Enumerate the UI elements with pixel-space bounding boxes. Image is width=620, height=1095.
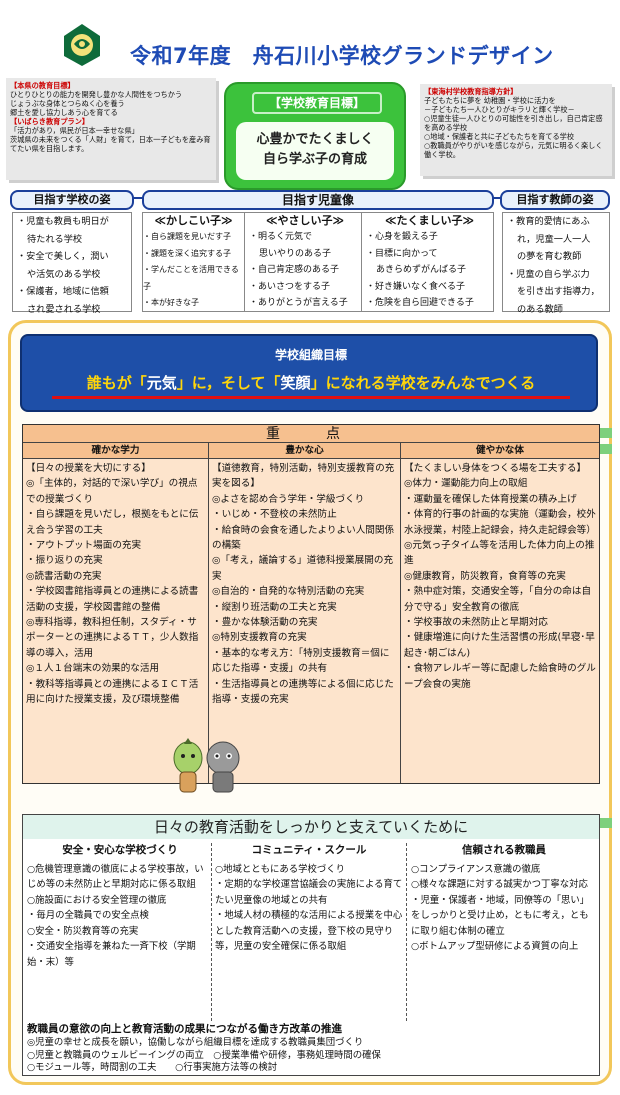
list-item: ・危険を自ら回避できる子 xyxy=(366,298,474,308)
list-item: ・目標に向かって xyxy=(366,248,438,259)
school-emblem-icon xyxy=(64,24,100,66)
takumashii-heading: ≪たくましい子≫ xyxy=(384,214,475,227)
list-item: ・学んだことを活用できる子 xyxy=(143,265,239,291)
slogan-minna: みんなでつくる xyxy=(430,374,536,392)
yasashii-heading: ≪やさしい子≫ xyxy=(265,214,345,227)
support-safety: 安全・安心な学校づくり ○危機管理意識の徹底による学校事故，いじめ等の未然防止と… xyxy=(27,843,213,970)
list-item: や活気のある学校 xyxy=(27,268,101,280)
list-item: ・児童の自ら学ぶ力 xyxy=(507,268,590,280)
support-safety-heading: 安全・安心な学校づくり xyxy=(62,844,178,856)
priority-heart-heading: 豊かな心 xyxy=(209,443,400,459)
slogan-underline xyxy=(52,396,570,399)
list-item: ・安全で美しく，潤い xyxy=(17,251,109,262)
reform-title: 教職員の意欲の向上と教育活動の成果につながる働き方改革の推進 xyxy=(27,1023,342,1035)
tokai-policy-box: 【東海村学校教育指導方針】 子どもたちに夢を 幼稚園・学校に活力を －子どもたち… xyxy=(420,84,612,176)
support-staff: 信頼される教職員 ○コンプライアンス意識の徹底 ○様々な課題に対する誠実かつ丁寧… xyxy=(411,843,597,955)
school-goal-box: 【学校教育目標】 心豊かでたくましく 自ら学ぶ子の育成 xyxy=(224,82,406,190)
support-community-text: ○地域とともにある学校づくり ・定期的な学校運営協議会の実施による育てたい児童像… xyxy=(215,863,403,953)
list-item: のある教師 xyxy=(517,303,563,315)
list-item: ・児童も教員も明日が xyxy=(17,216,109,227)
slogan-part: 誰もが「 xyxy=(86,374,147,392)
list-item: 待たれる学校 xyxy=(27,233,83,245)
slogan-genki: 元気 xyxy=(146,374,177,392)
org-goal-title: 学校組織目標 xyxy=(274,348,347,362)
mascot-characters-icon xyxy=(173,738,240,793)
school-vision-list: ・児童も教員も明日が 待たれる学校 ・安全で美しく，潤い や活気のある学校 ・保… xyxy=(12,212,132,315)
priority-health-heading: 健やかな体 xyxy=(401,443,599,459)
list-item: され愛される学校 xyxy=(27,303,101,315)
reform-text: ◎児童の幸せと成長を願い，協働しながら組織目標を達成する教職員集団づくり ○児童… xyxy=(27,1037,381,1073)
priority-health: 健やかな体 【たくましい身体をつくる場を工夫する】 ◎体力・運動能力向上の取組 … xyxy=(401,443,599,783)
pref-goal-text: ひとりひとりの能力を開発し豊かな人間性をつちかう じょうぶな身体とつらぬく心を養… xyxy=(10,90,183,117)
school-goal-text: 心豊かでたくましく 自ら学ぶ子の育成 xyxy=(236,122,394,180)
support-section: 日々の教育活動をしっかりと支えていくために 安全・安心な学校づくり ○危機管理意… xyxy=(22,814,600,1076)
org-goal-banner: 学校組織目標 誰もが「元気」に，そして「笑顔」になれる学校をみんなでつくる xyxy=(20,334,598,412)
teacher-vision-header: 目指す教師の姿 xyxy=(500,190,610,210)
slogan-part: 」に，そして「 xyxy=(176,374,281,392)
list-item: あきらめずがんばる子 xyxy=(376,265,467,275)
priority-academic: 確かな学力 【日々の授業を大切にする】 ◎「主体的，対話的で深い学び」の視点での… xyxy=(23,443,209,783)
org-goal-slogan: 誰もが「元気」に，そして「笑顔」になれる学校をみんなでつくる xyxy=(22,372,600,393)
decor-stub xyxy=(600,428,612,438)
support-title: 日々の教育活動をしっかりと支えていくために xyxy=(23,815,599,839)
support-community: コミュニティ・スクール ○地域とともにある学校づくり ・定期的な学校運営協議会の… xyxy=(211,843,407,1021)
list-item: 思いやりのある子 xyxy=(259,248,332,259)
child-vision-panel: ≪かしこい子≫ ・自ら課題を見いだす子 ・課題を深く追究する子 ・学んだことを活… xyxy=(142,212,494,312)
list-item: ・保護者，地域に信頼 xyxy=(17,286,109,297)
list-item: ・明るく元気で xyxy=(249,232,313,242)
list-item: ・あいさつをする子 xyxy=(249,281,331,292)
list-item: ・心身を鍛える子 xyxy=(366,232,438,242)
decor-stub xyxy=(600,444,612,454)
list-item: を引き出す指導力， xyxy=(517,286,600,297)
prefecture-goal-box: 【本県の教育目標】 ひとりひとりの能力を開発し豊かな人間性をつちかう じょうぶな… xyxy=(6,78,216,180)
slogan-part: 」になれる学校を xyxy=(310,374,431,392)
support-safety-text: ○危機管理意識の徹底による学校事故，いじめ等の未然防止と早期対応に係る取組 ○施… xyxy=(27,863,204,968)
priority-health-text: 【たくましい身体をつくる場を工夫する】 ◎体力・運動能力向上の取組 ・運動量を確… xyxy=(404,463,596,690)
priority-academic-text: 【日々の授業を大切にする】 ◎「主体的，対話的で深い学び」の視点での授業づくり … xyxy=(26,463,199,706)
decor-stub xyxy=(600,818,612,828)
tokai-policy-heading: 【東海村学校教育指導方針】 xyxy=(424,87,518,96)
list-item: ・本が好きな子 xyxy=(143,298,199,307)
list-item: ・課題を深く追究する子 xyxy=(143,248,231,258)
list-item: ・自ら課題を見いだす子 xyxy=(143,232,231,241)
support-staff-text: ○コンプライアンス意識の徹底 ○様々な課題に対する誠実かつ丁寧な対応 ・児童・保… xyxy=(411,863,590,953)
support-staff-heading: 信頼される教職員 xyxy=(462,844,546,856)
priority-table: 重 点 確かな学力 【日々の授業を大切にする】 ◎「主体的，対話的で深い学び」の… xyxy=(22,424,600,784)
list-item: ・教育的愛情にあふ xyxy=(507,216,590,227)
tokai-policy-text: 子どもたちに夢を 幼稚園・学校に活力を －子どもたち一人ひとりがキラリと輝く学校… xyxy=(424,96,603,159)
kashikoi-column: ≪かしこい子≫ ・自ら課題を見いだす子 ・課題を深く追究する子 ・学んだことを活… xyxy=(143,213,245,311)
list-item: ・ありがとうが言える子 xyxy=(249,298,348,308)
slogan-egao: 笑顔 xyxy=(280,374,311,392)
priority-heart: 豊かな心 【道徳教育，特別活動，特別支援教育の充実を図る】 ◎よさを認め合う学年… xyxy=(209,443,401,783)
list-item: ・自己肯定感のある子 xyxy=(249,265,340,275)
priority-heart-text: 【道徳教育，特別活動，特別支援教育の充実を図る】 ◎よさを認め合う学年・学級づく… xyxy=(212,463,395,706)
list-item: れ，児童一人一人 xyxy=(517,233,591,245)
school-vision-header: 目指す学校の姿 xyxy=(10,190,134,210)
page-title: 令和7年度 舟石川小学校グランドデザイン xyxy=(130,44,554,68)
priority-title: 重 点 xyxy=(23,425,599,443)
priority-academic-heading: 確かな学力 xyxy=(23,443,208,459)
yasashii-column: ≪やさしい子≫ ・明るく元気で 思いやりのある子 ・自己肯定感のある子 ・あいさ… xyxy=(246,213,362,311)
kashikoi-heading: ≪かしこい子≫ xyxy=(154,214,233,227)
list-item: ・好き嫌いなく食べる子 xyxy=(366,281,466,292)
takumashii-column: ≪たくましい子≫ ・心身を鍛える子 ・目標に向かって あきらめずがんばる子 ・好… xyxy=(363,213,493,311)
list-item: の夢を育む教師 xyxy=(517,251,582,262)
support-community-heading: コミュニティ・スクール xyxy=(251,844,367,856)
ibaraki-plan-heading: 【いばらき教育プラン】 xyxy=(10,117,90,126)
teacher-vision-list: ・教育的愛情にあふ れ，児童一人一人 の夢を育む教師 ・児童の自ら学ぶ力 を引き… xyxy=(502,212,610,315)
ibaraki-plan-text: 「活力があり，県民が日本一幸せな県」 茨城県の未来をつくる「人財」を育て，日本一… xyxy=(10,126,211,153)
child-vision-header: 目指す児童像 xyxy=(142,190,494,210)
school-goal-title: 【学校教育目標】 xyxy=(252,92,382,114)
pref-goal-heading: 【本県の教育目標】 xyxy=(10,81,75,90)
